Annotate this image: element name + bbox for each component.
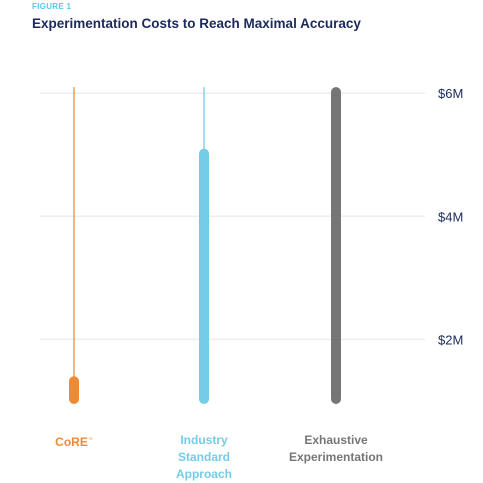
bars: [69, 87, 341, 404]
chart-title: Experimentation Costs to Reach Maximal A…: [32, 16, 361, 31]
category-label-line: Standard: [177, 450, 230, 464]
category-label-line: CoRE: [55, 435, 88, 449]
trademark-mark: ™: [87, 437, 93, 443]
category-label-line: Industry: [180, 433, 228, 447]
y-tick-label: $6M: [438, 86, 463, 101]
y-tick-label: $4M: [438, 209, 463, 224]
category-label-line: Experimentation: [288, 450, 384, 464]
bar: [199, 148, 209, 404]
bar: [331, 87, 341, 404]
figure-label: FIGURE 1: [32, 2, 72, 11]
category-label-core: CoRE™: [9, 432, 139, 451]
category-label-line: Exhaustive: [304, 433, 368, 447]
y-tick-label: $2M: [438, 332, 463, 347]
bar: [69, 376, 79, 404]
category-label-line: Approach: [175, 467, 232, 481]
y-axis-ticks: $2M $4M $6M: [438, 86, 463, 347]
grid-lines: [40, 92, 425, 341]
